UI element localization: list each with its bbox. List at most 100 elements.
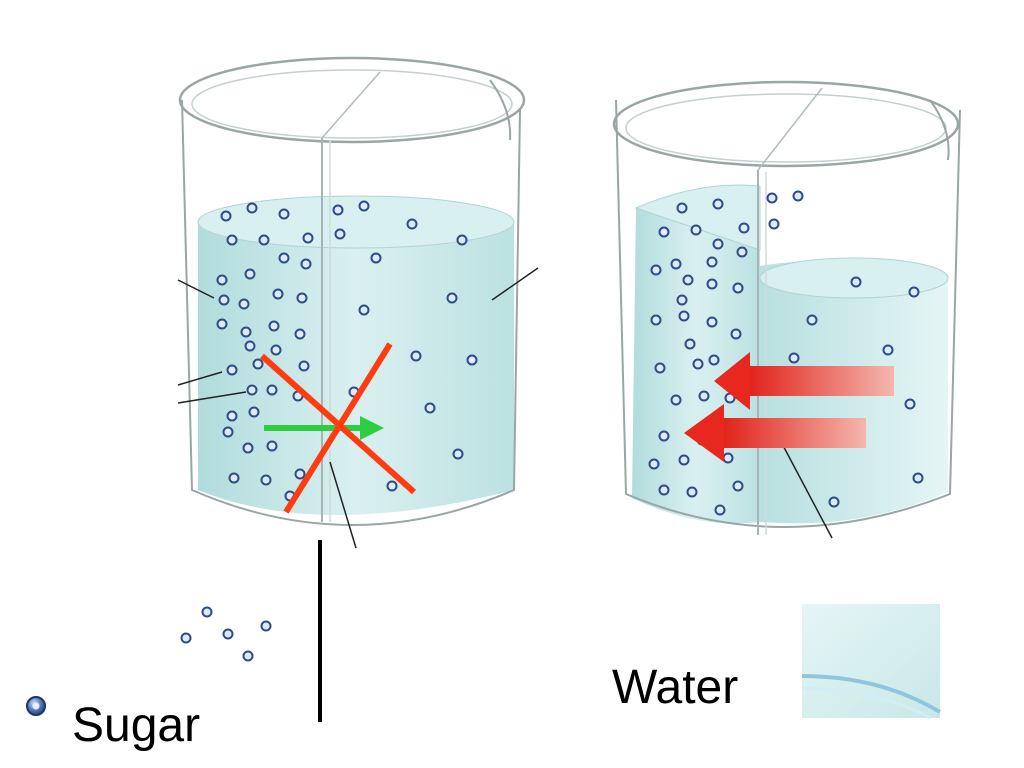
sugar-legend-label: Sugar: [72, 699, 201, 752]
sugar-molecule: [706, 316, 718, 328]
sugar-molecule: [386, 480, 398, 492]
sugar-molecule: [698, 390, 710, 402]
right-beaker-icon: [615, 99, 961, 528]
cross-mark-icon: [259, 342, 417, 514]
sugar-molecule: [226, 234, 238, 246]
sugar-molecule: [738, 222, 750, 234]
sugar-molecule: [690, 224, 702, 236]
sugar-molecule: [228, 472, 240, 484]
sugar-molecule: [684, 338, 696, 350]
sugar-molecule: [268, 320, 280, 332]
water-flow-arrows: [684, 352, 894, 462]
sugar-molecule: [904, 398, 916, 410]
sugar-molecule: [258, 234, 270, 246]
sugar-molecule: [406, 218, 418, 230]
sugar-molecule: [714, 504, 726, 516]
left-beaker-water: [198, 206, 514, 515]
sugar-molecule: [266, 384, 278, 396]
sugar-molecule: [446, 292, 458, 304]
sugar-molecule: [244, 268, 256, 280]
sugar-molecule: [676, 294, 688, 306]
sugar-molecule: [226, 410, 238, 422]
sugar-molecule: [298, 360, 310, 372]
sugar-molecule: [768, 218, 780, 230]
sugar-molecule: [712, 198, 724, 210]
water-swatch-icon: [801, 604, 942, 720]
sugar-molecule: [676, 202, 688, 214]
sugar-molecule: [736, 246, 748, 258]
right-water-surface-left: [634, 184, 761, 251]
sugar-molecule: [358, 304, 370, 316]
sugar-molecule: [730, 328, 742, 340]
sugar-molecule: [452, 448, 464, 460]
sugar-molecule: [792, 190, 804, 202]
right-beaker-rim: [612, 80, 960, 168]
sugar-molecule: [260, 620, 272, 632]
sugar-molecule: [706, 278, 718, 290]
flow-arrow-upper: [714, 352, 894, 410]
sugar-molecule: [654, 362, 666, 374]
sugar-molecule: [908, 286, 920, 298]
sugar-molecule: [226, 364, 238, 376]
sugar-molecule: [828, 496, 840, 508]
sugar-molecule: [678, 310, 690, 322]
sugar-molecule: [278, 252, 290, 264]
sugar-molecule: [294, 328, 306, 340]
sugar-molecule: [732, 282, 744, 294]
sugar-molecule: [216, 274, 228, 286]
sugar-molecule: [766, 192, 778, 204]
sugar-molecule: [466, 354, 478, 366]
sugar-molecule: [222, 426, 234, 438]
sugar-molecule: [712, 238, 724, 250]
sugar-molecule: [242, 442, 254, 454]
sugar-molecule: [248, 406, 260, 418]
sugar-molecule: [218, 294, 230, 306]
sugar-molecule-icon: [26, 696, 46, 716]
sugar-molecule: [806, 314, 818, 326]
sugar-molecule: [708, 354, 720, 366]
sugar-molecule: [242, 650, 254, 662]
sugar-molecule: [788, 352, 800, 364]
sugar-molecule: [358, 200, 370, 212]
sugar-molecule: [670, 258, 682, 270]
sugar-molecule: [294, 468, 306, 480]
sugar-molecule: [370, 252, 382, 264]
sugar-molecule: [658, 226, 670, 238]
sugar-molecule: [658, 484, 670, 496]
flow-arrow-lower: [684, 404, 866, 462]
sugar-molecule: [220, 210, 232, 222]
sugar-molecule: [850, 276, 862, 288]
sugar-molecule: [201, 606, 213, 618]
sugar-molecule: [650, 264, 662, 276]
right-beaker: [612, 80, 961, 539]
sugar-molecule: [670, 394, 682, 406]
sugar-molecule: [334, 228, 346, 240]
sugar-molecule: [424, 402, 436, 414]
sugar-molecule: [278, 208, 290, 220]
sugar-molecule: [238, 298, 250, 310]
sugar-molecule: [686, 486, 698, 498]
sugar-molecule: [252, 358, 264, 370]
sugar-molecule: [266, 440, 278, 452]
sugar-molecule: [180, 632, 192, 644]
sugar-molecule: [658, 430, 670, 442]
sugar-molecule: [706, 256, 718, 268]
sugar-molecules: [216, 190, 924, 516]
sugar-molecule: [260, 474, 272, 486]
sugar-molecule: [682, 274, 694, 286]
sugar-molecule-group-icon: [180, 606, 272, 662]
left-beaker-icon: [181, 99, 521, 526]
sugar-molecule: [270, 344, 282, 356]
sugar-molecule: [650, 314, 662, 326]
water-legend-label: Water: [612, 661, 739, 714]
sugar-molecule: [692, 358, 704, 370]
sugar-molecule: [410, 350, 422, 362]
left-beaker-rim: [178, 56, 526, 144]
sugar-molecule: [222, 628, 234, 640]
sugar-molecule: [882, 344, 894, 356]
sugar-molecule: [296, 292, 308, 304]
sugar-molecule: [732, 480, 744, 492]
sugar-molecule: [244, 340, 256, 352]
sugar-molecule: [332, 204, 344, 216]
